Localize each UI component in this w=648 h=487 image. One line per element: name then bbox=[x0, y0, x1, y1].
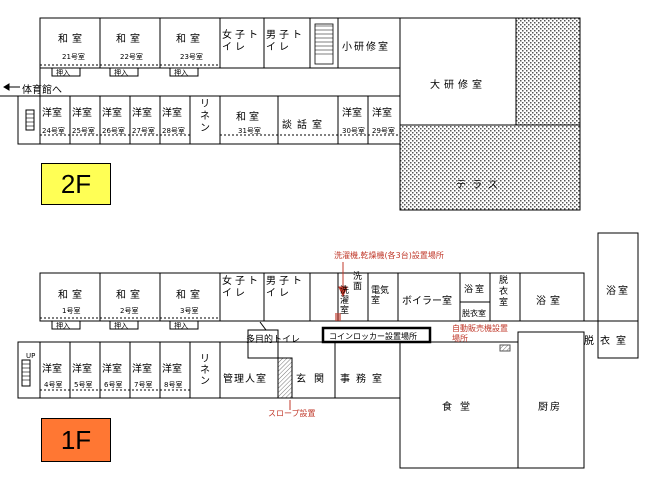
f2-oshiire-2: 押入 bbox=[114, 69, 128, 77]
f1-bath-small: 浴室 bbox=[464, 285, 487, 295]
f2-linen: リネン bbox=[200, 99, 210, 134]
f1-room-8-num: 8号室 bbox=[164, 381, 183, 389]
f1-manager: 管理人室 bbox=[223, 374, 267, 385]
f1-dining: 食堂 bbox=[442, 402, 478, 413]
vending-note: 自動販売機設置場所 bbox=[452, 324, 508, 343]
f1-room-7-num: 7号室 bbox=[134, 381, 153, 389]
slope-note: スロープ設置 bbox=[268, 409, 316, 418]
f1-bath-right: 浴室 bbox=[606, 286, 630, 297]
f2-room-29-type: 洋室 bbox=[372, 108, 392, 119]
f2-room-22-num: 22号室 bbox=[120, 53, 143, 61]
f1-electric: 電気室 bbox=[371, 286, 390, 306]
f1-room-3-type: 和室 bbox=[176, 290, 204, 301]
f1-room-8-type: 洋室 bbox=[162, 364, 182, 375]
f1-room-6-type: 洋室 bbox=[102, 364, 122, 375]
f2-large-study: 大研修室 bbox=[430, 80, 486, 91]
floor-2f-badge[interactable]: 2F bbox=[41, 163, 111, 205]
f1-room-4-num: 4号室 bbox=[44, 381, 63, 389]
f1-dressing-mid: 脱衣室 bbox=[499, 276, 509, 308]
f2-room-24-type: 洋室 bbox=[42, 108, 62, 119]
f2-oshiire-1: 押入 bbox=[56, 69, 70, 77]
f2-room-30-type: 洋室 bbox=[342, 108, 362, 119]
f2-terrace: テラス bbox=[456, 180, 504, 191]
f2-room-25-type: 洋室 bbox=[72, 108, 92, 119]
f1-room-1-num: 1号室 bbox=[62, 307, 81, 315]
f2-room-29-num: 29号室 bbox=[372, 127, 395, 135]
f1-room-5-num: 5号室 bbox=[74, 381, 93, 389]
floor-1f-badge[interactable]: 1F bbox=[41, 418, 111, 462]
f2-room-31-type: 和室 bbox=[236, 112, 262, 123]
f1-men-wc: 男子トイレ bbox=[266, 276, 305, 299]
f2-lounge: 談話室 bbox=[282, 120, 327, 131]
f2-room-24-num: 24号室 bbox=[42, 127, 65, 135]
f1-room-4-type: 洋室 bbox=[42, 364, 62, 375]
f2-room-21-num: 21号室 bbox=[62, 53, 85, 61]
f1-room-7-type: 洋室 bbox=[132, 364, 152, 375]
f2-room-30-num: 30号室 bbox=[342, 127, 365, 135]
f1-oshiire-3: 押入 bbox=[174, 322, 188, 330]
coin-locker-box bbox=[321, 326, 432, 344]
f1-kitchen: 厨房 bbox=[538, 402, 562, 413]
f2-small-study: 小研修室 bbox=[342, 42, 390, 53]
to-gym-label: 体育館へ bbox=[22, 85, 62, 96]
laundry-note: 洗濯機,乾燥機(各3台)設置場所 bbox=[334, 251, 444, 260]
f1-women-wc: 女子トイレ bbox=[222, 276, 261, 299]
f1-oshiire-1: 押入 bbox=[56, 322, 70, 330]
f1-room-3-num: 3号室 bbox=[180, 307, 199, 315]
f1-oshiire-2: 押入 bbox=[114, 322, 128, 330]
f1-multi-wc: 多目的トイレ bbox=[246, 335, 301, 345]
f2-room-26-num: 26号室 bbox=[102, 127, 125, 135]
f1-washroom: 洗面 bbox=[353, 272, 363, 292]
f1-dressing-small: 脱衣室 bbox=[462, 309, 486, 318]
f1-dressing-right: 脱衣室 bbox=[584, 336, 632, 347]
f2-women-wc: 女子トイレ bbox=[222, 30, 261, 53]
f1-office: 事務室 bbox=[340, 374, 388, 385]
f2-men-wc: 男子トイレ bbox=[266, 30, 305, 53]
f1-entrance: 玄関 bbox=[296, 374, 332, 385]
coin-locker-note: コインロッカー設置場所 bbox=[329, 332, 417, 341]
f2-room-23-num: 23号室 bbox=[180, 53, 203, 61]
f1-room-1-type: 和室 bbox=[58, 290, 86, 301]
f2-room-28-type: 洋室 bbox=[162, 108, 182, 119]
f2-room-22-type: 和室 bbox=[116, 34, 144, 45]
f2-room-27-num: 27号室 bbox=[132, 127, 155, 135]
f2-room-25-num: 25号室 bbox=[72, 127, 95, 135]
f2-room-21-type: 和室 bbox=[58, 34, 86, 45]
f1-up-mark: UP bbox=[26, 352, 36, 360]
f1-room-5-type: 洋室 bbox=[72, 364, 92, 375]
f2-oshiire-3: 押入 bbox=[174, 69, 188, 77]
f1-room-2-type: 和室 bbox=[116, 290, 144, 301]
f2-room-23-type: 和室 bbox=[176, 34, 204, 45]
f2-room-27-type: 洋室 bbox=[132, 108, 152, 119]
f2-room-31-num: 31号室 bbox=[238, 127, 261, 135]
f1-room-6-num: 6号室 bbox=[104, 381, 123, 389]
f1-bath: 浴室 bbox=[536, 296, 564, 307]
f1-laundry-room: 洗濯室 bbox=[340, 286, 350, 316]
f1-room-2-num: 2号室 bbox=[120, 307, 139, 315]
f2-room-28-num: 28号室 bbox=[162, 127, 185, 135]
f1-boiler: ボイラー室 bbox=[402, 296, 452, 307]
f2-room-26-type: 洋室 bbox=[102, 108, 122, 119]
f1-linen: リネン bbox=[200, 354, 210, 387]
